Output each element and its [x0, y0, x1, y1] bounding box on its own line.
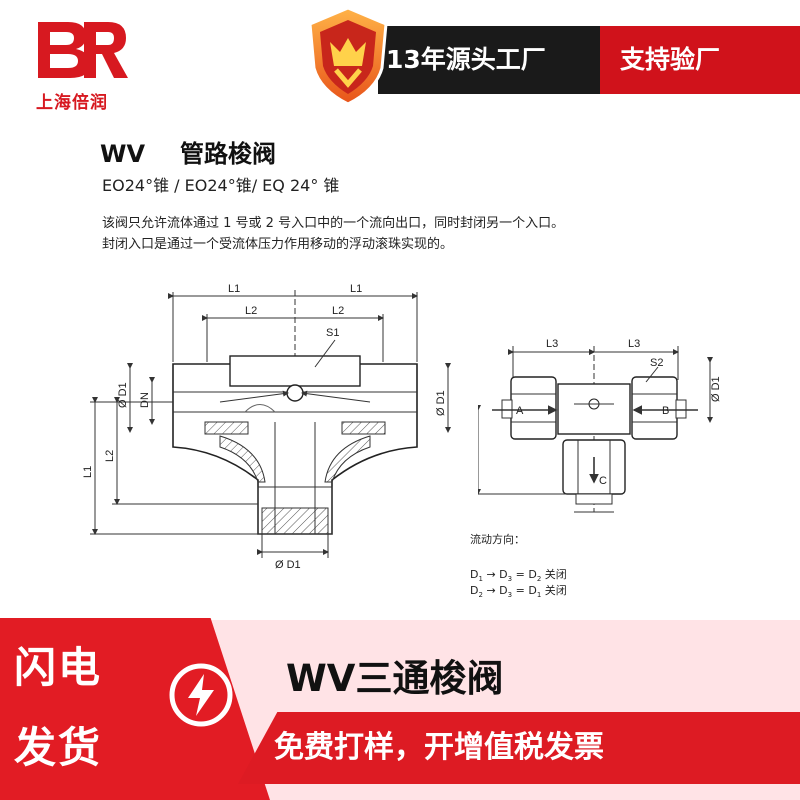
tee-section-drawing: L1 L1 L2 L2 S1 Ø D1 DN L2 L1 Ø D1 Ø D1	[82, 283, 451, 571]
description-line: 该阀只允许流体通过 1 号或 2 号入口中的一个流向出口，同时封闭另一个入口。	[102, 216, 565, 231]
lightning-icon	[169, 663, 233, 727]
page-title: WV 管路梭阀	[100, 134, 276, 169]
flow-state: 关闭	[544, 584, 567, 597]
dim-d1-bottom: Ø D1	[275, 559, 301, 571]
tee-exterior-drawing: L3 L3 S2 Ø D1 L3 A B C	[478, 338, 722, 513]
fast-shipping-line2: 发货	[14, 723, 103, 772]
port-c-label: C	[599, 475, 607, 487]
description: 该阀只允许流体通过 1 号或 2 号入口中的一个流向出口，同时封闭另一个入口。 …	[102, 213, 564, 255]
dim-d1-left: Ø D1	[117, 382, 129, 408]
flow-symbol: D	[499, 584, 508, 597]
flow-symbol: D	[470, 568, 479, 581]
dim-d1-right: Ø D1	[435, 390, 447, 416]
flow-symbol: D	[499, 568, 508, 581]
description-line: 封闭入口是通过一个受流体压力作用移动的浮动滚珠实现的。	[102, 237, 454, 252]
dim-l3-left: L3	[546, 338, 558, 350]
dim-s1: S1	[326, 327, 339, 339]
port-a-label: A	[516, 405, 524, 417]
model-name: 管路梭阀	[180, 140, 276, 168]
model-code: WV	[100, 140, 146, 168]
flow-line: D1 → D3 = D2 关闭	[470, 568, 567, 584]
flow-subscript: 1	[478, 575, 483, 584]
inspection-banner: 支持验厂	[600, 26, 800, 94]
flow-symbol: D	[528, 584, 537, 597]
dim-l1-left: L1	[228, 283, 240, 295]
flow-symbol: D	[528, 568, 537, 581]
brand-logo-text: 上海倍润	[36, 93, 108, 113]
crown-shield-icon	[308, 6, 388, 106]
flow-subscript: 3	[507, 575, 513, 584]
dim-l2-left: L2	[245, 305, 257, 317]
factory-banner: 13年源头工厂	[378, 26, 600, 94]
dim-l3-right: L3	[628, 338, 640, 350]
dim-l1-vertical: L1	[82, 466, 94, 478]
flow-direction-title: 流动方向：	[470, 533, 525, 546]
dim-l2-vertical: L2	[104, 450, 116, 462]
flow-line: D2 → D3 = D1 关闭	[470, 584, 567, 600]
port-b-label: B	[662, 405, 669, 417]
product-name: WV三通梭阀	[286, 657, 504, 700]
flow-symbol: D	[470, 584, 479, 597]
factory-banner-text: 13年源头工厂	[386, 45, 546, 74]
dim-s2: S2	[650, 357, 663, 369]
cone-spec-subtitle: EO24°锥 / EO24°锥/ EQ 24° 锥	[102, 176, 340, 195]
flow-subscript: 2	[478, 591, 483, 600]
flow-subscript: 1	[536, 591, 542, 600]
dim-d1: Ø D1	[710, 376, 722, 402]
fast-shipping-line1: 闪电	[14, 643, 103, 692]
promo-text: 免费打样，开增值税发票	[274, 730, 604, 765]
flow-subscript: 2	[536, 575, 542, 584]
brand-logo-icon	[38, 22, 128, 78]
flow-subscript: 3	[507, 591, 513, 600]
dim-dn: DN	[139, 392, 151, 408]
flow-state: 关闭	[544, 568, 567, 581]
inspection-banner-text: 支持验厂	[620, 45, 721, 74]
promo-banner	[238, 712, 800, 784]
dim-l1-right: L1	[350, 283, 362, 295]
dim-l2-right: L2	[332, 305, 344, 317]
